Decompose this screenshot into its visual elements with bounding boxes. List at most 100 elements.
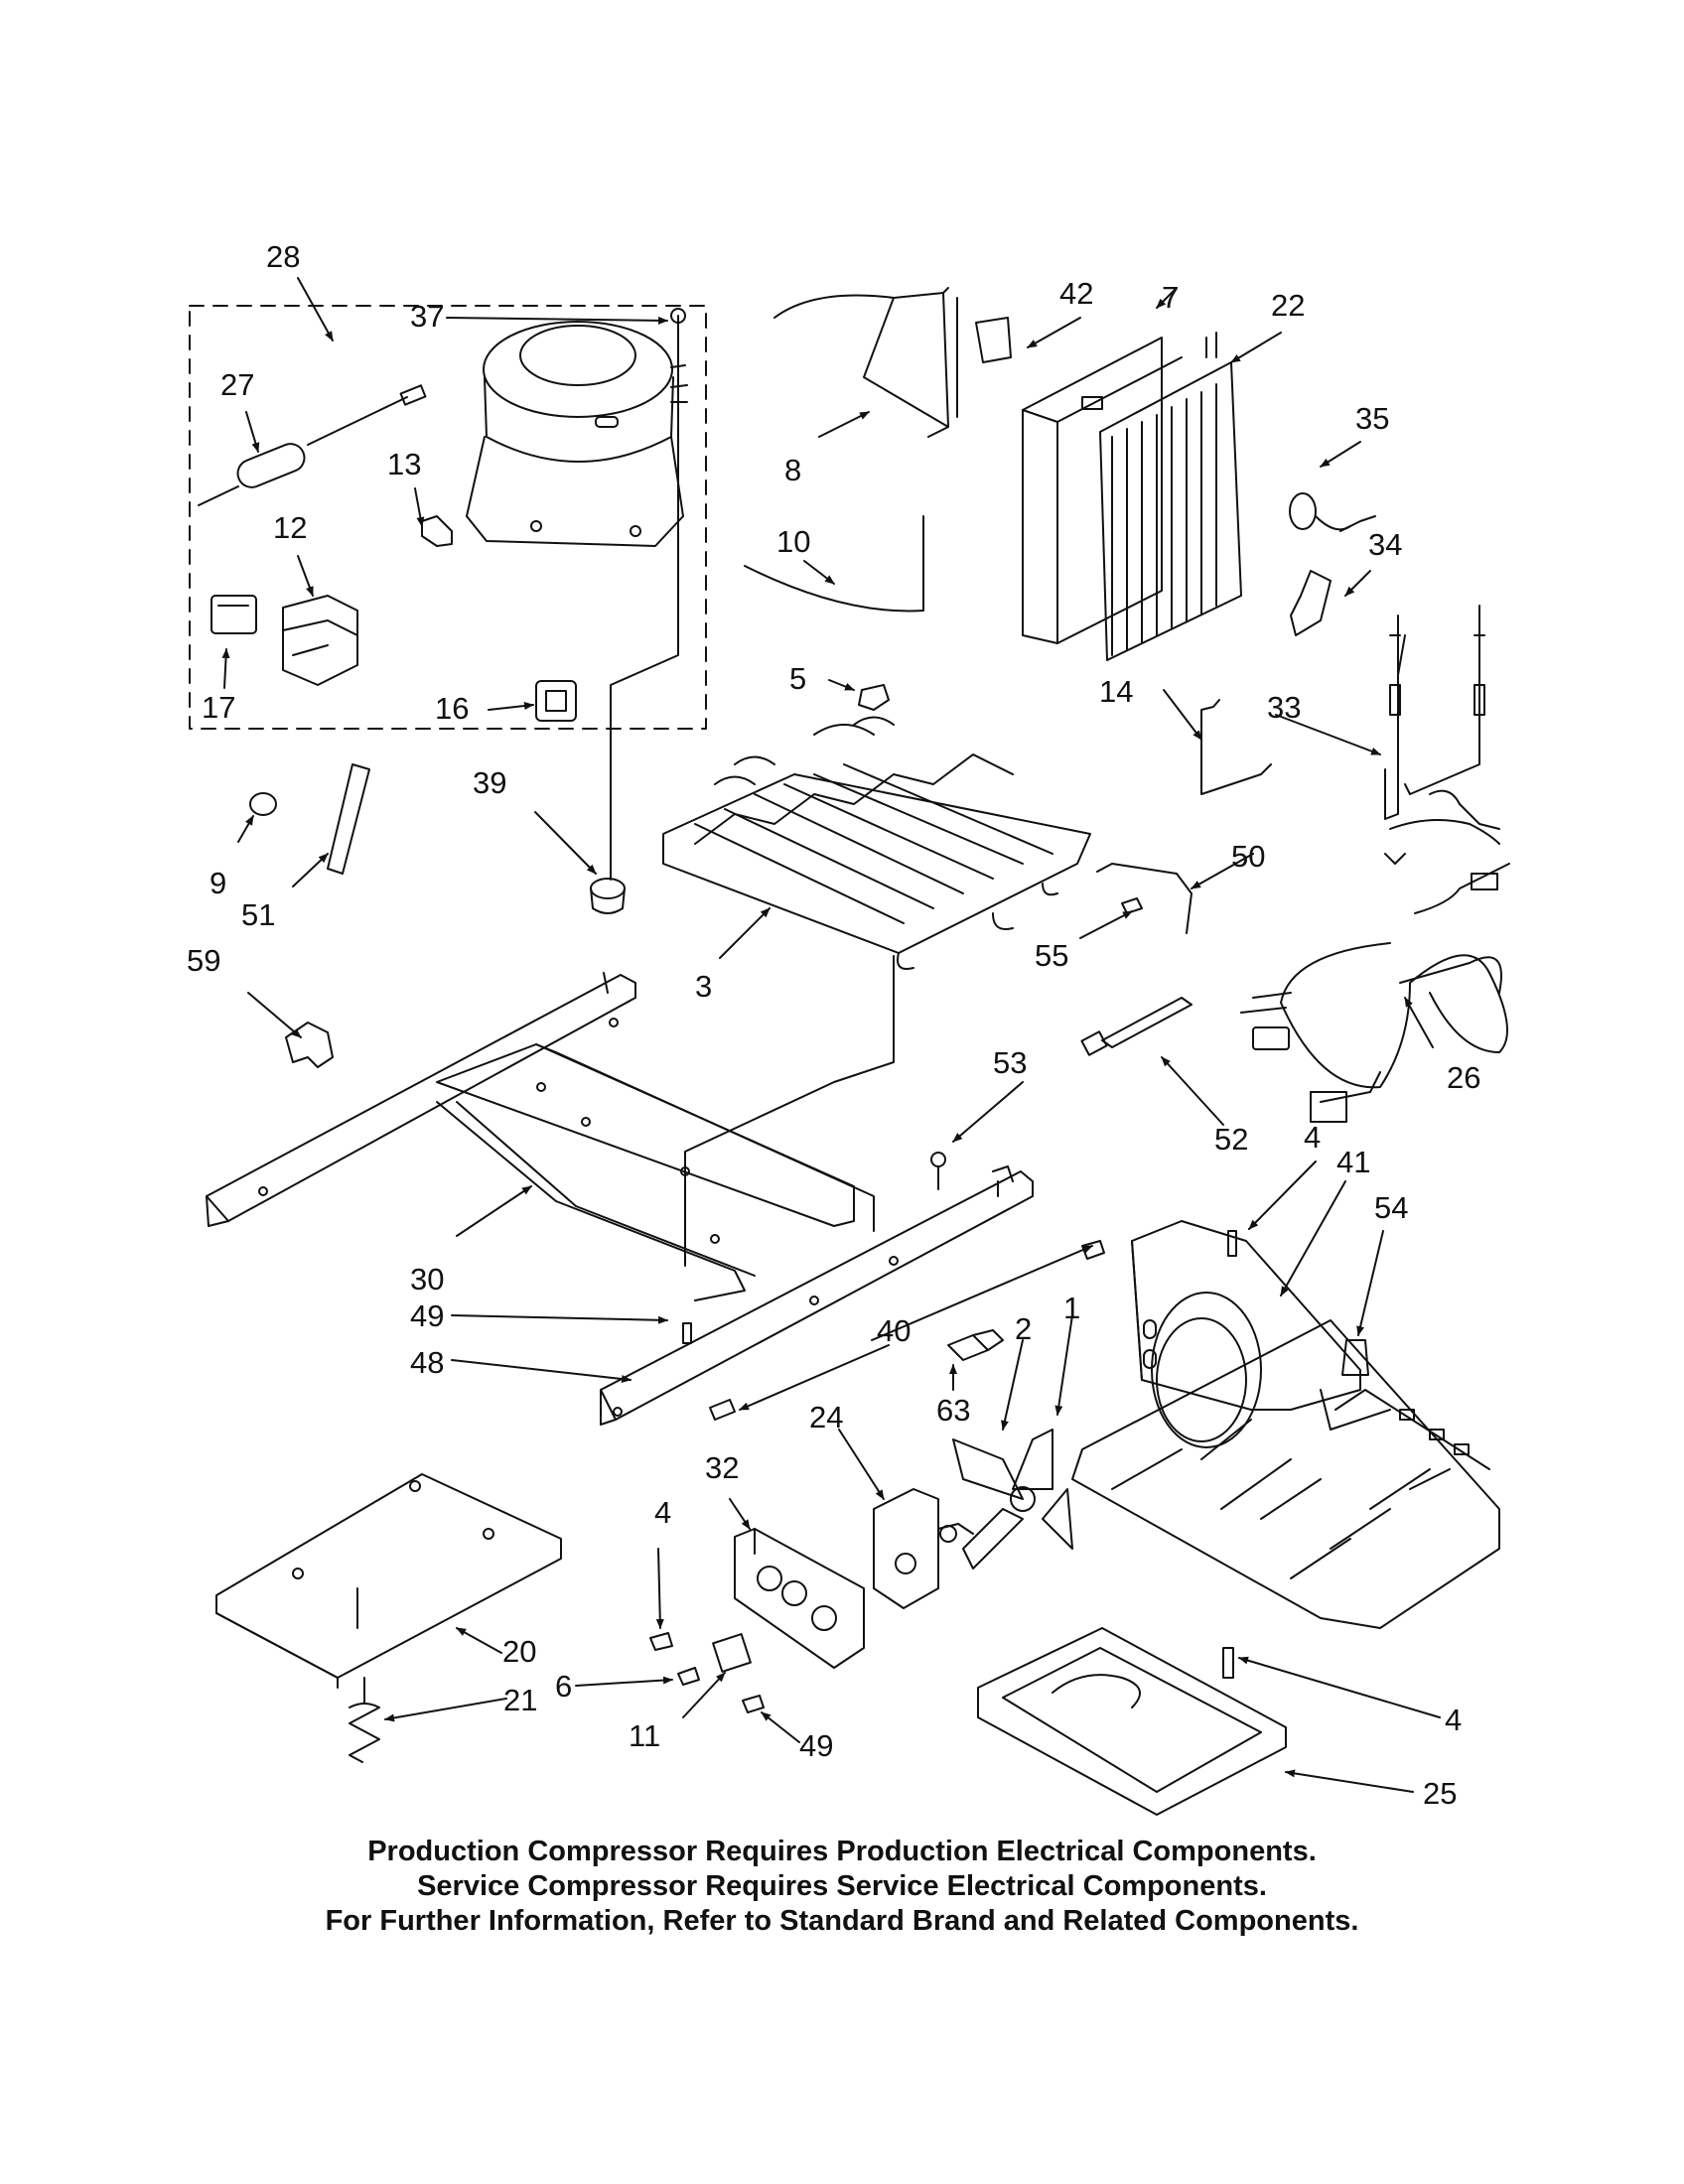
callout-11: 11 [629, 1718, 661, 1753]
callout-59: 59 [187, 943, 221, 978]
bracket-11 [713, 1634, 751, 1672]
callout-39: 39 [473, 765, 507, 800]
callout-1: 1 [1063, 1291, 1081, 1325]
callout-2: 2 [1015, 1311, 1033, 1346]
evaporator [663, 718, 1090, 1267]
screw-55 [1122, 898, 1142, 913]
fan-motor [874, 1489, 973, 1608]
callout-4b: 4 [1445, 1703, 1463, 1737]
callout-49a: 49 [410, 1298, 445, 1333]
callout-20: 20 [502, 1634, 537, 1669]
screw-4c [650, 1633, 672, 1650]
note-line-3: For Further Information, Refer to Standa… [325, 1905, 1359, 1937]
fan-blade [953, 1430, 1072, 1569]
cable-tie-52 [1081, 998, 1192, 1055]
footnote: Production Compressor Requires Productio… [0, 1835, 1684, 1939]
grommet [591, 879, 625, 913]
overload-clip [422, 516, 452, 546]
callout-54: 54 [1374, 1190, 1409, 1225]
bushing-63 [948, 1330, 1003, 1360]
fan-shroud [1132, 1221, 1360, 1447]
relay-cover [211, 596, 256, 633]
callout-32: 32 [705, 1450, 740, 1485]
tube-10 [745, 516, 923, 611]
callout-52: 52 [1214, 1122, 1249, 1157]
compressor-kit-box [190, 306, 706, 729]
callout-55: 55 [1035, 938, 1069, 973]
callout-6: 6 [555, 1669, 573, 1704]
bracket-50 [1097, 864, 1192, 933]
callout-10: 10 [776, 524, 811, 559]
clip-34 [1291, 571, 1331, 635]
start-relay [283, 596, 357, 685]
callout-17: 17 [202, 690, 236, 725]
screw-53 [931, 1153, 945, 1189]
callout-41: 41 [1336, 1145, 1371, 1179]
filter-drier [199, 385, 425, 505]
callout-4a: 4 [1304, 1120, 1322, 1155]
tube-33 [1385, 606, 1484, 819]
note-line-1: Production Compressor Requires Productio… [367, 1836, 1317, 1867]
compressor [467, 322, 687, 546]
callout-33: 33 [1267, 690, 1302, 725]
spring-21 [350, 1678, 379, 1762]
wire-nut-54 [1342, 1340, 1368, 1375]
callout-48: 48 [410, 1345, 445, 1380]
callout-63: 63 [936, 1393, 971, 1428]
screw-40a [1082, 1241, 1104, 1259]
clip-59 [286, 1023, 333, 1067]
callout-42: 42 [1059, 276, 1094, 311]
drain-pan [978, 1628, 1286, 1815]
callout-40: 40 [877, 1313, 912, 1348]
callout-12: 12 [273, 510, 308, 545]
callout-4c: 4 [654, 1495, 672, 1530]
callout-49b: 49 [799, 1728, 834, 1763]
callout-30: 30 [410, 1262, 445, 1297]
screw-49a [683, 1323, 691, 1343]
callout-8: 8 [784, 453, 802, 487]
callout-28: 28 [266, 239, 301, 274]
callout-7: 7 [1162, 280, 1180, 315]
callout-27: 27 [220, 367, 255, 402]
callout-3: 3 [695, 969, 713, 1004]
callout-37: 37 [410, 299, 445, 334]
screw-4a [1228, 1231, 1236, 1256]
screw-6 [678, 1668, 699, 1685]
screw-37 [671, 309, 685, 336]
condenser-cover [1023, 338, 1182, 643]
base-rails [207, 973, 874, 1300]
callout-22: 22 [1271, 288, 1306, 323]
callout-35: 35 [1355, 401, 1390, 436]
clip-42 [976, 318, 1011, 362]
thermistor-35 [1290, 493, 1350, 529]
callout-16: 16 [435, 691, 470, 726]
tube-51 [328, 764, 369, 874]
clip-5 [859, 685, 889, 710]
callout-9: 9 [210, 866, 227, 900]
callout-26: 26 [1447, 1060, 1481, 1095]
callout-50: 50 [1231, 839, 1266, 874]
callout-14: 14 [1099, 674, 1134, 709]
front-rail [601, 1166, 1033, 1425]
screws [650, 309, 1368, 1712]
tube-8 [774, 288, 948, 437]
callout-34: 34 [1368, 527, 1403, 562]
screw-49b [743, 1696, 764, 1712]
callout-53: 53 [993, 1045, 1028, 1080]
screw-4b [1223, 1648, 1233, 1678]
callout-25: 25 [1423, 1776, 1458, 1811]
panel-20 [216, 1474, 561, 1688]
condenser [1100, 333, 1241, 660]
callout-24: 24 [809, 1400, 844, 1434]
capacitor [536, 681, 576, 721]
callout-13: 13 [387, 447, 422, 481]
callout-5: 5 [789, 661, 807, 696]
motor-bracket [735, 1529, 864, 1668]
wire-harness [1241, 791, 1509, 1122]
note-line-2: Service Compressor Requires Service Elec… [417, 1870, 1267, 1902]
screw-40b [710, 1400, 735, 1420]
callout-51: 51 [241, 897, 276, 932]
leader-lines [221, 278, 1440, 1792]
tube-14 [1201, 700, 1271, 794]
